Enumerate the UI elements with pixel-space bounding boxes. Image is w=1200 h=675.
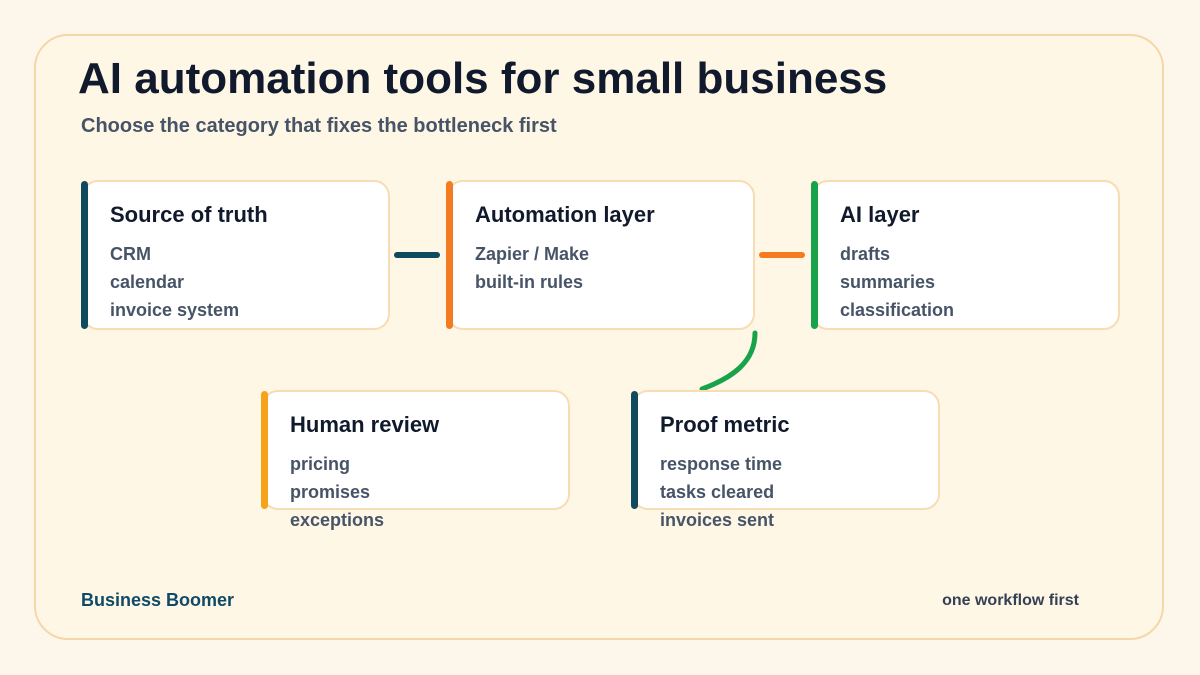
card-title: Automation layer [475, 202, 655, 227]
brand-name: Business Boomer [81, 590, 235, 610]
slide-frame [34, 34, 1164, 640]
card-accent-bar [81, 181, 88, 329]
card-item: invoices sent [660, 510, 775, 530]
card-item-list: response time tasks cleared invoices sen… [660, 450, 782, 534]
card-item-list: CRM calendar invoice system [110, 240, 239, 324]
card-title: Human review [290, 412, 440, 437]
page-title: AI automation tools for small business [78, 54, 888, 103]
card-item: built-in rules [475, 272, 583, 292]
page-subtitle: Choose the category that fixes the bottl… [81, 115, 557, 137]
card-proof-metric: Proof metric response time tasks cleared… [631, 390, 940, 530]
card-item-list: pricing promises exceptions [290, 450, 384, 534]
card-ai-layer: AI layer drafts summaries classification [811, 180, 1120, 330]
card-accent-bar [446, 181, 453, 329]
card-item: invoice system [110, 300, 240, 320]
card-item: calendar [110, 272, 185, 292]
card-title: Proof metric [660, 412, 790, 437]
card-accent-bar [261, 391, 268, 509]
card-automation-layer: Automation layer Zapier / Make built-in … [446, 180, 755, 330]
card-item: Zapier / Make [475, 244, 590, 264]
card-source-of-truth: Source of truth CRM calendar invoice sys… [81, 180, 390, 330]
card-human-review: Human review pricing promises exceptions [261, 390, 570, 530]
card-item: summaries [840, 272, 936, 292]
footer-tagline: one workflow first [942, 592, 1079, 609]
card-item: tasks cleared [660, 482, 775, 502]
connector-automation-to-proof [699, 330, 758, 392]
card-item: response time [660, 454, 783, 474]
card-title: AI layer [840, 202, 920, 227]
card-item: exceptions [290, 510, 385, 530]
card-item-list: Zapier / Make built-in rules [475, 240, 589, 296]
card-accent-bar [811, 181, 818, 329]
card-item-list: drafts summaries classification [840, 240, 954, 324]
card-item: promises [290, 482, 371, 502]
card-item: CRM [110, 244, 151, 264]
card-item: drafts [840, 244, 891, 264]
card-accent-bar [631, 391, 638, 509]
card-title: Source of truth [110, 202, 268, 227]
card-item: classification [840, 300, 955, 320]
card-item: pricing [290, 454, 351, 474]
